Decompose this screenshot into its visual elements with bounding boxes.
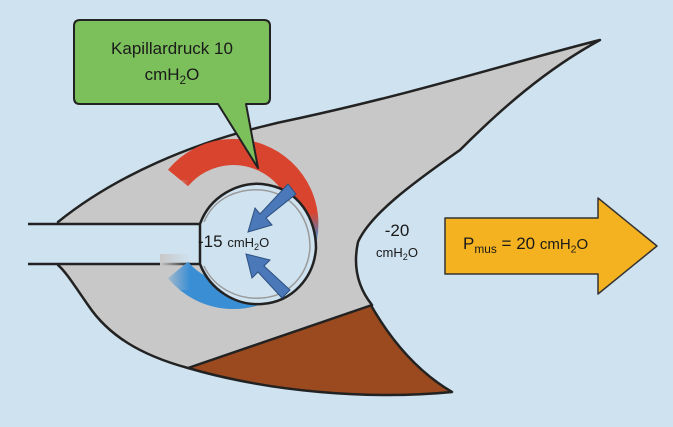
- muscle-pressure-value: = 20: [501, 234, 536, 253]
- alveolus: [198, 182, 318, 306]
- flow-arrow-lower: [245, 253, 291, 299]
- muscle-pressure-arrow: [444, 197, 658, 295]
- capillary-pressure-unit: cmH2O: [144, 65, 200, 88]
- muscle-pressure-subscript: mus: [474, 242, 497, 257]
- pleural-pressure-unit: cmH2O: [376, 245, 418, 263]
- callout-bubble: [73, 19, 271, 169]
- muscle-pressure-symbol: P: [463, 234, 475, 253]
- flow-arrow-upper: [247, 183, 297, 233]
- capillary-pressure-label: Kapillardruck 10 cmH2O: [78, 36, 266, 93]
- pleural-pressure-label: -20 cmH2O: [364, 220, 430, 268]
- diaphragm-muscle: [186, 298, 454, 397]
- pleural-pressure-value: -20: [384, 221, 410, 240]
- alveolar-pressure-value: -15: [198, 232, 223, 251]
- muscle-pressure-unit: cmH2O: [539, 236, 589, 256]
- alveolar-pressure-unit: cmH2O: [227, 235, 270, 253]
- alveolar-pressure-label: -15 cmH2O: [198, 232, 269, 252]
- alveolar-wall: [203, 189, 311, 299]
- capillary-fade-bottom: [160, 254, 190, 290]
- capillary-fade-top: [160, 180, 190, 216]
- capillary-pressure-text: Kapillardruck 10: [111, 39, 233, 58]
- muscle-pressure-label: Pmus = 20 cmH2O: [463, 234, 588, 256]
